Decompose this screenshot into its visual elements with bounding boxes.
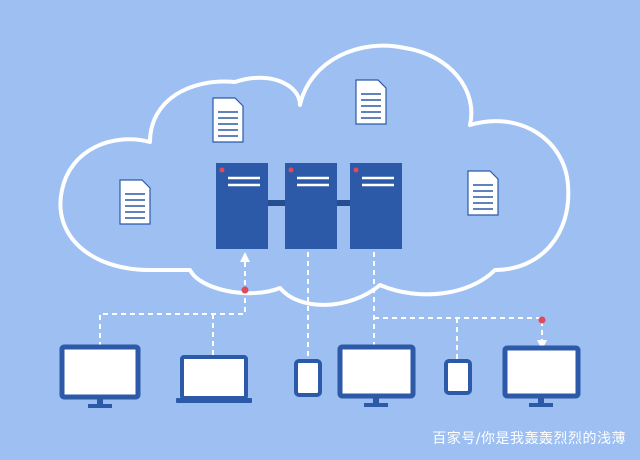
server-unit xyxy=(285,163,337,249)
server-connector xyxy=(268,200,288,206)
signal-dot xyxy=(538,316,546,324)
arrow-up-icon xyxy=(240,252,250,262)
watermark-text: 百家号/你是我轰轰烈烈的浅薄 xyxy=(432,431,626,447)
desktop-monitor-icon xyxy=(59,344,141,408)
cloud-outline xyxy=(58,43,571,307)
phone-icon xyxy=(294,359,322,397)
server-unit xyxy=(350,163,402,249)
server-unit xyxy=(216,163,268,249)
desktop-monitor-icon xyxy=(502,345,581,407)
document-icon xyxy=(355,79,387,125)
document-icon xyxy=(119,179,151,225)
server-connector xyxy=(337,200,351,206)
phone-icon xyxy=(444,359,472,395)
document-icon xyxy=(467,170,499,216)
connection-lines xyxy=(99,252,543,360)
connection-line xyxy=(374,317,543,345)
arrow-down-icon xyxy=(537,340,547,350)
signal-dot xyxy=(241,286,249,294)
laptop-icon xyxy=(176,355,252,403)
document-icon xyxy=(212,97,244,143)
desktop-monitor-icon xyxy=(337,344,416,407)
